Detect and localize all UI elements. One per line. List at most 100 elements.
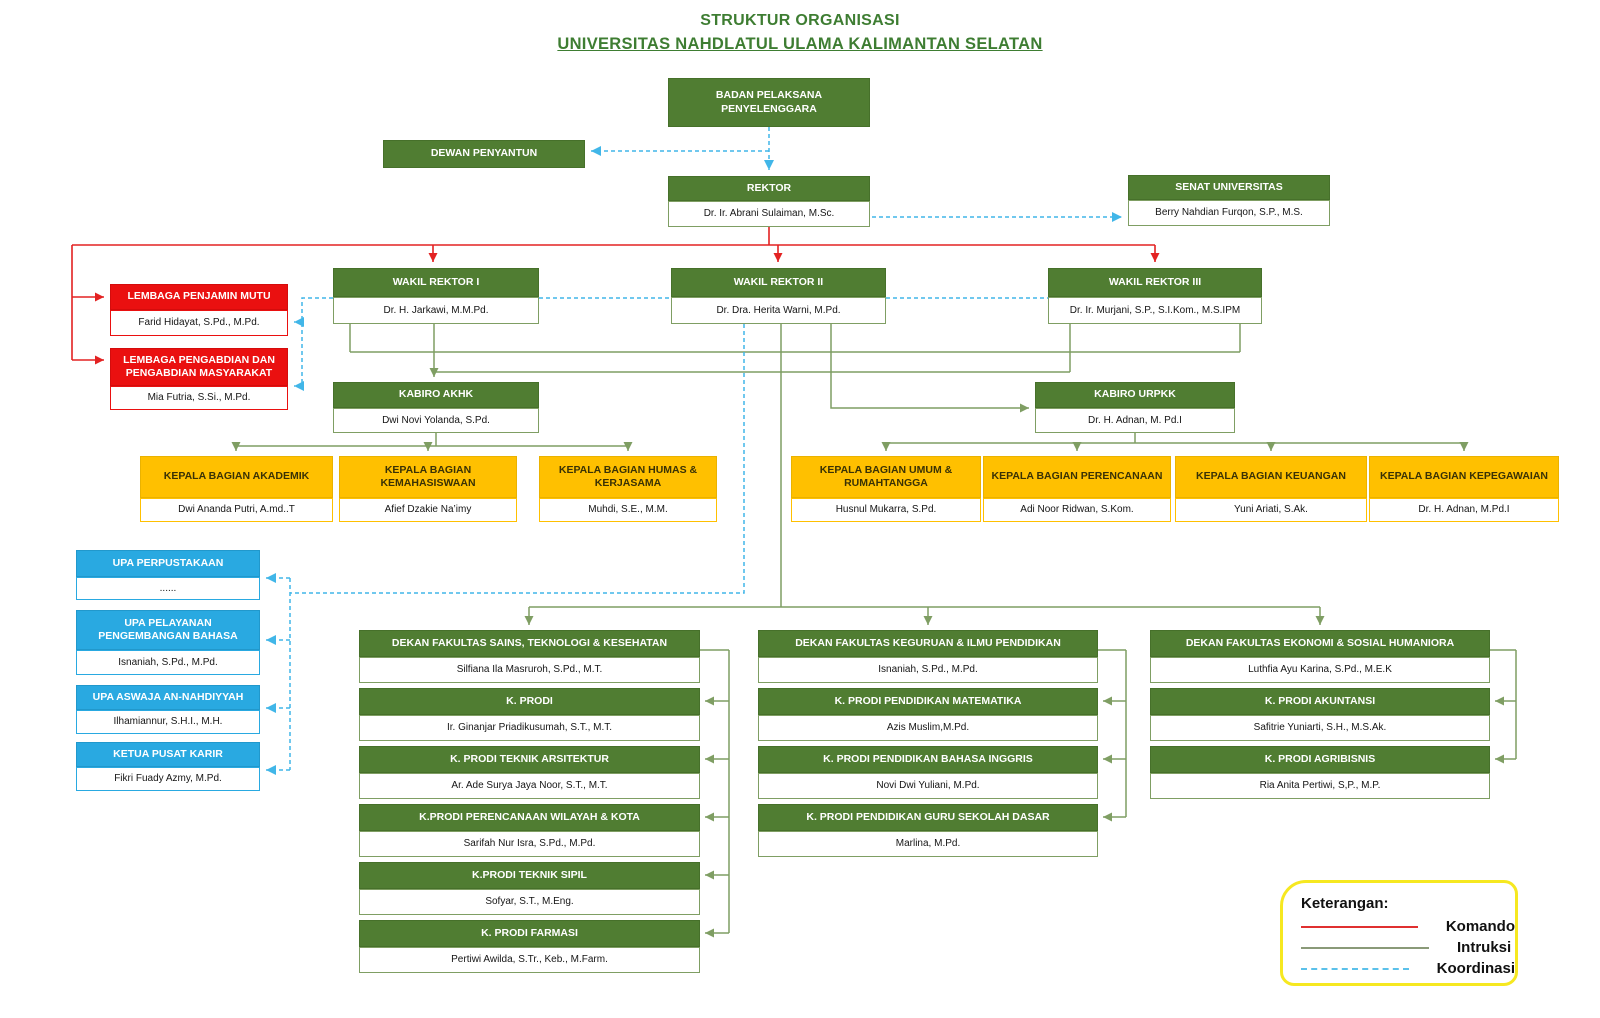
page-title-line2: UNIVERSITAS NAHDLATUL ULAMA KALIMANTAN S… [557,35,1043,53]
koordinasi-lines [266,127,1122,775]
node-officer-name: Dwi Novi Yolanda, S.Pd. [333,408,539,433]
node-officer-name: Dr. H. Adnan, M. Pd.I [1035,408,1235,433]
node-officer-name: Ar. Ade Surya Jaya Noor, S.T., M.T. [359,773,700,799]
node-title: KEPALA BAGIAN KEUANGAN [1175,456,1367,498]
intruksi-line-sample [1301,946,1429,949]
node-officer-name: Sarifah Nur Isra, S.Pd., M.Pd. [359,831,700,857]
org-node-kprodi-saintek: K. PRODI Ir. Ginanjar Priadikusumah, S.T… [359,688,700,741]
node-title: DEKAN FAKULTAS KEGURUAN & ILMU PENDIDIKA… [758,630,1098,657]
org-node-kprodi-sipil: K.PRODI TEKNIK SIPIL Sofyar, S.T., M.Eng… [359,862,700,915]
node-officer-name: Adi Noor Ridwan, S.Kom. [983,498,1171,522]
node-officer-name: Ilhamiannur, S.H.I., M.H. [76,710,260,734]
node-title: KABIRO URPKK [1035,382,1235,408]
node-title: K. PRODI PENDIDIKAN BAHASA INGGRIS [758,746,1098,773]
node-title: LEMBAGA PENJAMIN MUTU [110,284,288,310]
node-title: WAKIL REKTOR I [333,268,539,297]
node-officer-name: Dr. H. Adnan, M.Pd.I [1369,498,1559,522]
node-officer-name: Farid Hidayat, S.Pd., M.Pd. [110,310,288,336]
node-officer-name: Azis Muslim,M.Pd. [758,715,1098,741]
node-title: WAKIL REKTOR II [671,268,886,297]
node-officer-name: Luthfia Ayu Karina, S.Pd., M.E.K [1150,657,1490,683]
org-node-kabag-keuangan: KEPALA BAGIAN KEUANGAN Yuni Ariati, S.Ak… [1175,456,1367,522]
node-officer-name: Sofyar, S.T., M.Eng. [359,889,700,915]
node-title: K. PRODI TEKNIK ARSITEKTUR [359,746,700,773]
org-node-dekan-ekonomi: DEKAN FAKULTAS EKONOMI & SOSIAL HUMANIOR… [1150,630,1490,683]
legend-box: Keterangan: Komando Intruksi Koordinasi [1280,880,1518,986]
node-officer-name: Novi Dwi Yuliani, M.Pd. [758,773,1098,799]
org-node-lembaga-pengabdian: LEMBAGA PENGABDIAN DAN PENGABDIAN MASYAR… [110,348,288,410]
org-node-dekan-saintek: DEKAN FAKULTAS SAINS, TEKNOLOGI & KESEHA… [359,630,700,683]
org-node-wakil-rektor-3: WAKIL REKTOR III Dr. Ir. Murjani, S.P., … [1048,268,1262,324]
org-node-kprodi-arsitektur: K. PRODI TEKNIK ARSITEKTUR Ar. Ade Surya… [359,746,700,799]
komando-line-sample [1301,925,1418,928]
org-node-kprodi-agribisnis: K. PRODI AGRIBISNIS Ria Anita Pertiwi, S… [1150,746,1490,799]
node-officer-name: Safitrie Yuniarti, S.H., M.S.Ak. [1150,715,1490,741]
node-title: KEPALA BAGIAN AKADEMIK [140,456,333,498]
node-officer-name: Dr. Dra. Herita Warni, M.Pd. [671,297,886,324]
node-title: K. PRODI PENDIDIKAN GURU SEKOLAH DASAR [758,804,1098,831]
node-officer-name: Berry Nahdian Furqon, S.P., M.S. [1128,200,1330,226]
node-officer-name: Isnaniah, S.Pd., M.Pd. [758,657,1098,683]
node-title: KABIRO AKHK [333,382,539,408]
node-officer-name: Muhdi, S.E., M.M. [539,498,717,522]
node-title: KEPALA BAGIAN PERENCANAAN [983,456,1171,498]
node-title: KEPALA BAGIAN KEMAHASISWAAN [339,456,517,498]
org-node-kabiro-urpkk: KABIRO URPKK Dr. H. Adnan, M. Pd.I [1035,382,1235,433]
node-title: K. PRODI FARMASI [359,920,700,947]
node-title: DEKAN FAKULTAS SAINS, TEKNOLOGI & KESEHA… [359,630,700,657]
org-node-upa-aswaja: UPA ASWAJA AN-NAHDIYYAH Ilhamiannur, S.H… [76,685,260,734]
node-officer-name: Dr. Ir. Murjani, S.P., S.I.Kom., M.S.IPM [1048,297,1262,324]
node-title: UPA PERPUSTAKAAN [76,550,260,577]
node-officer-name: Husnul Mukarra, S.Pd. [791,498,981,522]
node-officer-name: Silfiana Ila Masruroh, S.Pd., M.T. [359,657,700,683]
org-node-kprodi-matematika: K. PRODI PENDIDIKAN MATEMATIKA Azis Musl… [758,688,1098,741]
node-officer-name: Dr. H. Jarkawi, M.M.Pd. [333,297,539,324]
node-title: BADAN PELAKSANA PENYELENGGARA [668,78,870,127]
node-officer-name: Marlina, M.Pd. [758,831,1098,857]
node-title: DEWAN PENYANTUN [383,140,585,168]
node-title: K. PRODI AKUNTANSI [1150,688,1490,715]
legend-item-label: Komando [1445,918,1515,935]
node-officer-name: Ir. Ginanjar Priadikusumah, S.T., M.T. [359,715,700,741]
org-node-kprodi-akuntansi: K. PRODI AKUNTANSI Safitrie Yuniarti, S.… [1150,688,1490,741]
page-title: STRUKTUR ORGANISASI UNIVERSITAS NAHDLATU… [0,12,1600,54]
node-title: K.PRODI TEKNIK SIPIL [359,862,700,889]
node-title: K. PRODI PENDIDIKAN MATEMATIKA [758,688,1098,715]
legend-item-komando: Komando [1301,916,1515,937]
legend-heading: Keterangan: [1301,895,1389,912]
node-title: REKTOR [668,176,870,201]
node-title: K.PRODI PERENCANAAN WILAYAH & KOTA [359,804,700,831]
koordinasi-line-sample [1301,967,1409,970]
node-title: LEMBAGA PENGABDIAN DAN PENGABDIAN MASYAR… [110,348,288,386]
node-title: UPA PELAYANAN PENGEMBANGAN BAHASA [76,610,260,650]
legend-item-intruksi: Intruksi [1301,937,1515,958]
page-title-line1: STRUKTUR ORGANISASI [700,12,900,29]
org-node-upa-perpustakaan: UPA PERPUSTAKAAN ...... [76,550,260,600]
node-officer-name: Yuni Ariati, S.Ak. [1175,498,1367,522]
node-officer-name: Ria Anita Pertiwi, S,P., M.P. [1150,773,1490,799]
org-node-kabiro-akhk: KABIRO AKHK Dwi Novi Yolanda, S.Pd. [333,382,539,433]
node-title: SENAT UNIVERSITAS [1128,175,1330,200]
org-node-wakil-rektor-1: WAKIL REKTOR I Dr. H. Jarkawi, M.M.Pd. [333,268,539,324]
node-officer-name: Fikri Fuady Azmy, M.Pd. [76,767,260,791]
org-node-kabag-akademik: KEPALA BAGIAN AKADEMIK Dwi Ananda Putri,… [140,456,333,522]
node-title: WAKIL REKTOR III [1048,268,1262,297]
org-node-kprodi-pwk: K.PRODI PERENCANAAN WILAYAH & KOTA Sarif… [359,804,700,857]
node-officer-name: Afief Dzakie Na’imy [339,498,517,522]
org-node-kabag-perencanaan: KEPALA BAGIAN PERENCANAAN Adi Noor Ridwa… [983,456,1171,522]
node-officer-name: ...... [76,577,260,600]
org-node-kabag-umum: KEPALA BAGIAN UMUM & RUMAHTANGGA Husnul … [791,456,981,522]
org-node-kabag-kepegawaian: KEPALA BAGIAN KEPEGAWAIAN Dr. H. Adnan, … [1369,456,1559,522]
org-node-wakil-rektor-2: WAKIL REKTOR II Dr. Dra. Herita Warni, M… [671,268,886,324]
node-title: KEPALA BAGIAN UMUM & RUMAHTANGGA [791,456,981,498]
legend-item-label: Intruksi [1457,939,1512,956]
org-node-rektor: REKTOR Dr. Ir. Abrani Sulaiman, M.Sc. [668,176,870,227]
org-node-pusat-karir: KETUA PUSAT KARIR Fikri Fuady Azmy, M.Pd… [76,742,260,791]
org-node-kabag-kemahasiswaan: KEPALA BAGIAN KEMAHASISWAAN Afief Dzakie… [339,456,517,522]
org-node-kprodi-farmasi: K. PRODI FARMASI Pertiwi Awilda, S.Tr., … [359,920,700,973]
legend-item-koordinasi: Koordinasi [1301,958,1515,979]
node-officer-name: Dr. Ir. Abrani Sulaiman, M.Sc. [668,201,870,227]
node-officer-name: Pertiwi Awilda, S.Tr., Keb., M.Farm. [359,947,700,973]
